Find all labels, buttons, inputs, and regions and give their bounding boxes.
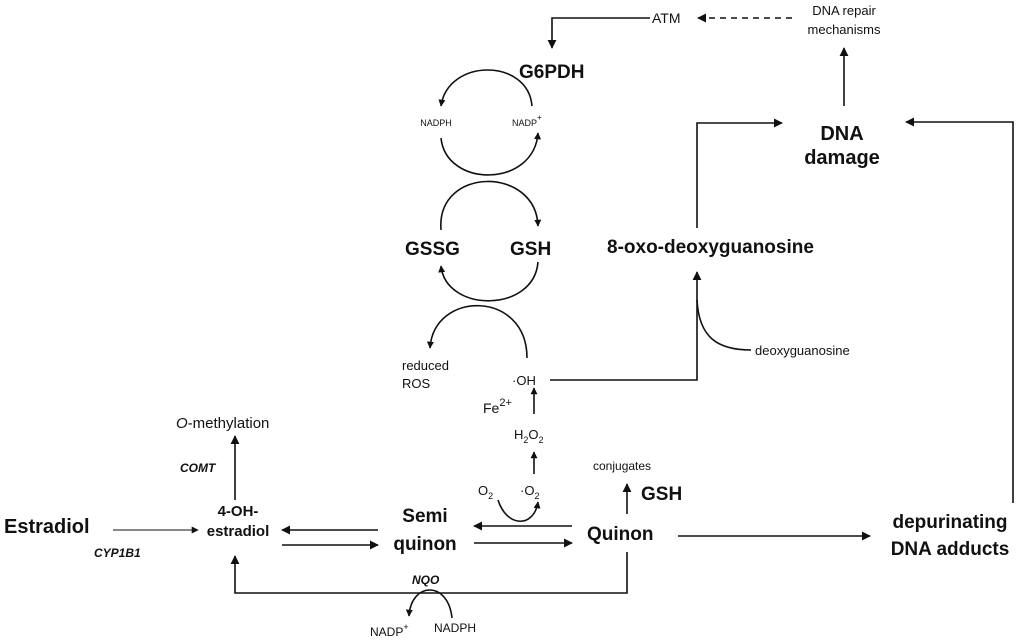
dna-damage-label-line2: damage — [804, 147, 880, 169]
o-methylation-o: O — [176, 415, 188, 432]
semiquinon-label-line1: Semi — [402, 506, 447, 527]
g6pdh-label: G6PDH — [519, 62, 584, 83]
hydroxyl-radical-label: ·OH — [512, 373, 536, 388]
nadp-top-text: NADP — [512, 118, 537, 128]
nadp-to-nadph-curve — [438, 69, 533, 107]
adducts-to-damage-arrow — [905, 117, 1014, 503]
superoxide-o: ·O — [520, 483, 534, 498]
nadph-to-nadp-bottom-curve — [405, 589, 453, 619]
nadp-top-label: NADP+ — [512, 113, 542, 128]
h2o2-h: H — [514, 427, 523, 442]
superoxide-sub: 2 — [534, 491, 539, 501]
dna-repair-label-line1: DNA repair — [812, 3, 876, 18]
oh-to-ros-curve — [426, 304, 528, 359]
reduced-ros-label-line2: ROS — [402, 376, 431, 391]
comt-label: COMT — [180, 461, 217, 475]
hydroxy-estradiol-label-line2: estradiol — [207, 523, 270, 540]
o-methylation-label: O-methylation — [176, 415, 269, 432]
gssg-label: GSSG — [405, 239, 460, 260]
nadp-top-plus: + — [537, 113, 542, 122]
oxygen-label: O2 — [478, 483, 493, 501]
nqo-arrow — [230, 552, 628, 594]
conjugates-label: conjugates — [593, 459, 651, 473]
dna-repair-label-line2: mechanisms — [808, 22, 881, 37]
superoxide-label: ·O2 — [520, 483, 539, 501]
atm-to-g6pdh-arrow — [547, 17, 650, 49]
nadph-to-nadp-curve — [440, 132, 542, 176]
oxo-deoxyguanosine-label: 8-oxo-deoxyguanosine — [607, 237, 814, 258]
atm-label: ATM — [652, 10, 681, 26]
nqo-label: NQO — [412, 573, 440, 587]
nadp-bottom-plus: + — [403, 622, 408, 632]
oxo-to-damage-arrow — [696, 118, 783, 228]
labels: ATM DNA repair mechanisms G6PDH NADPH NA… — [4, 3, 1009, 639]
nadph-top-label: NADPH — [420, 118, 452, 128]
cyp1b1-label: CYP1B1 — [94, 546, 141, 560]
oh-to-oxo-arrow — [550, 271, 702, 381]
nadp-bottom-label: NADP+ — [370, 622, 409, 639]
oxygen-sub: 2 — [488, 491, 493, 501]
gsh-cycle-label: GSH — [510, 239, 551, 260]
dna-damage-label-line1: DNA — [820, 123, 863, 145]
o2-to-superoxide-curve — [497, 499, 541, 523]
nadph-bottom-label: NADPH — [434, 621, 476, 635]
oxygen-o: O — [478, 483, 488, 498]
nadp-bottom-text: NADP — [370, 625, 403, 639]
hydroxy-estradiol-label-line1: 4-OH- — [218, 503, 259, 520]
h2o2-sub2: 2 — [539, 435, 544, 445]
depurinating-label-line2: DNA adducts — [891, 539, 1010, 560]
depurinating-label-line1: depurinating — [892, 512, 1007, 533]
gsh-to-gssg-curve — [438, 261, 539, 302]
h2o2-label: H2O2 — [514, 427, 544, 445]
deoxyguanosine-label: deoxyguanosine — [755, 343, 850, 358]
gssg-to-gsh-curve — [440, 180, 542, 231]
iron-label: Fe2+ — [483, 397, 512, 416]
deoxyguanosine-input-curve — [696, 299, 752, 351]
gsh-conjugate-label: GSH — [641, 484, 682, 505]
connectors — [113, 13, 1014, 619]
estradiol-label: Estradiol — [4, 516, 90, 538]
h2o2-sub1: 2 — [523, 435, 528, 445]
iron-text: Fe — [483, 400, 500, 416]
o-methylation-rest: -methylation — [188, 415, 270, 432]
reduced-ros-label-line1: reduced — [402, 358, 449, 373]
quinon-label: Quinon — [587, 524, 653, 545]
semiquinon-label-line2: quinon — [393, 534, 456, 555]
h2o2-o: O — [528, 427, 538, 442]
iron-charge: 2+ — [499, 397, 512, 409]
